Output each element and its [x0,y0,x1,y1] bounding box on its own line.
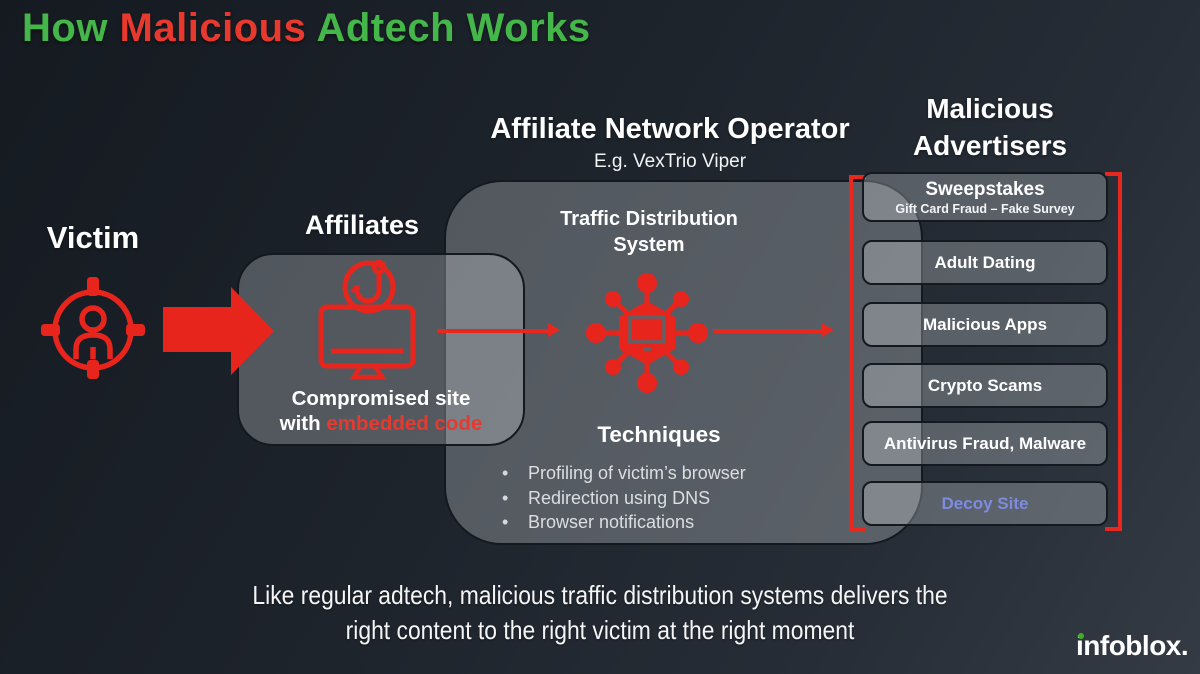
operator-heading: Affiliate Network Operator [490,113,850,145]
bottom-caption-line1: Like regular adtech, malicious traffic d… [252,580,948,610]
techniques-heading: Techniques [597,422,721,447]
advertiser-item-sublabel: Gift Card Fraud – Fake Survey [895,201,1075,216]
affiliates-label: Affiliates [304,210,420,240]
advertisers-heading: Malicious Advertisers [880,90,1100,164]
victim-label: Victim [46,220,140,255]
infoblox-logo: infoblox. [1076,630,1189,662]
affiliates-caption: Compromised site with embedded code [237,386,525,436]
title-rest: Adtech Works [306,6,591,50]
advertisers-heading-line2: Advertisers [912,130,1068,161]
advertiser-item-label: Crypto Scams [927,375,1043,395]
tds-line2: System [613,234,685,256]
victim-target-icon [41,277,145,379]
bottom-caption: Like regular adtech, malicious traffic d… [72,578,1128,648]
advertiser-item-decoy-site: Decoy Site [862,481,1108,526]
right-bracket [1105,172,1122,531]
tds-to-advertisers-arrow-icon [713,323,834,336]
advertiser-item-label: Antivirus Fraud, Malware [883,433,1087,453]
page-title: How Malicious Adtech Works [22,6,591,51]
advertiser-item-label: Adult Dating [934,252,1036,272]
advertiser-item-label: Decoy Site [941,493,1029,513]
tds-line1: Traffic Distribution [560,208,738,230]
affiliates-caption-embedded-code: embedded code [326,412,483,435]
advertiser-item-sweepstakes: Sweepstakes Gift Card Fraud – Fake Surve… [862,172,1108,222]
affiliates-to-tds-arrow-icon [437,323,560,336]
techniques-list: Profiling of victim’s browser Redirectio… [502,461,746,535]
compromised-site-hook-monitor-icon [318,260,416,380]
advertiser-item-antivirus-fraud: Antivirus Fraud, Malware [862,421,1108,466]
advertisers-heading-line1: Malicious [926,93,1054,124]
infoblox-logo-green-dot-icon [1078,633,1084,639]
affiliates-caption-line1: Compromised site [291,387,471,410]
technique-item: Browser notifications [502,510,746,535]
advertiser-item-adult-dating: Adult Dating [862,240,1108,285]
technique-item: Redirection using DNS [502,486,746,511]
tds-label: Traffic Distribution System [449,206,849,258]
advertiser-item-label: Sweepstakes [925,178,1045,200]
infoblox-logo-text: infoblox. [1076,630,1189,661]
tds-hub-network-icon [586,273,708,393]
affiliates-caption-line2: with embedded code [237,411,525,436]
title-how: How [22,6,108,50]
affiliates-caption-with: with [279,412,327,435]
advertiser-item-label: Malicious Apps [922,314,1048,334]
title-malicious: Malicious [107,6,307,50]
advertiser-item-crypto-scams: Crypto Scams [862,363,1108,408]
victim-to-affiliates-arrow-icon [163,287,274,375]
technique-item: Profiling of victim’s browser [502,461,746,486]
bottom-caption-line2: right content to the right victim at the… [345,615,855,645]
left-bracket [849,175,866,532]
advertiser-item-malicious-apps: Malicious Apps [862,302,1108,347]
operator-subheading: E.g. VexTrio Viper [593,151,747,172]
